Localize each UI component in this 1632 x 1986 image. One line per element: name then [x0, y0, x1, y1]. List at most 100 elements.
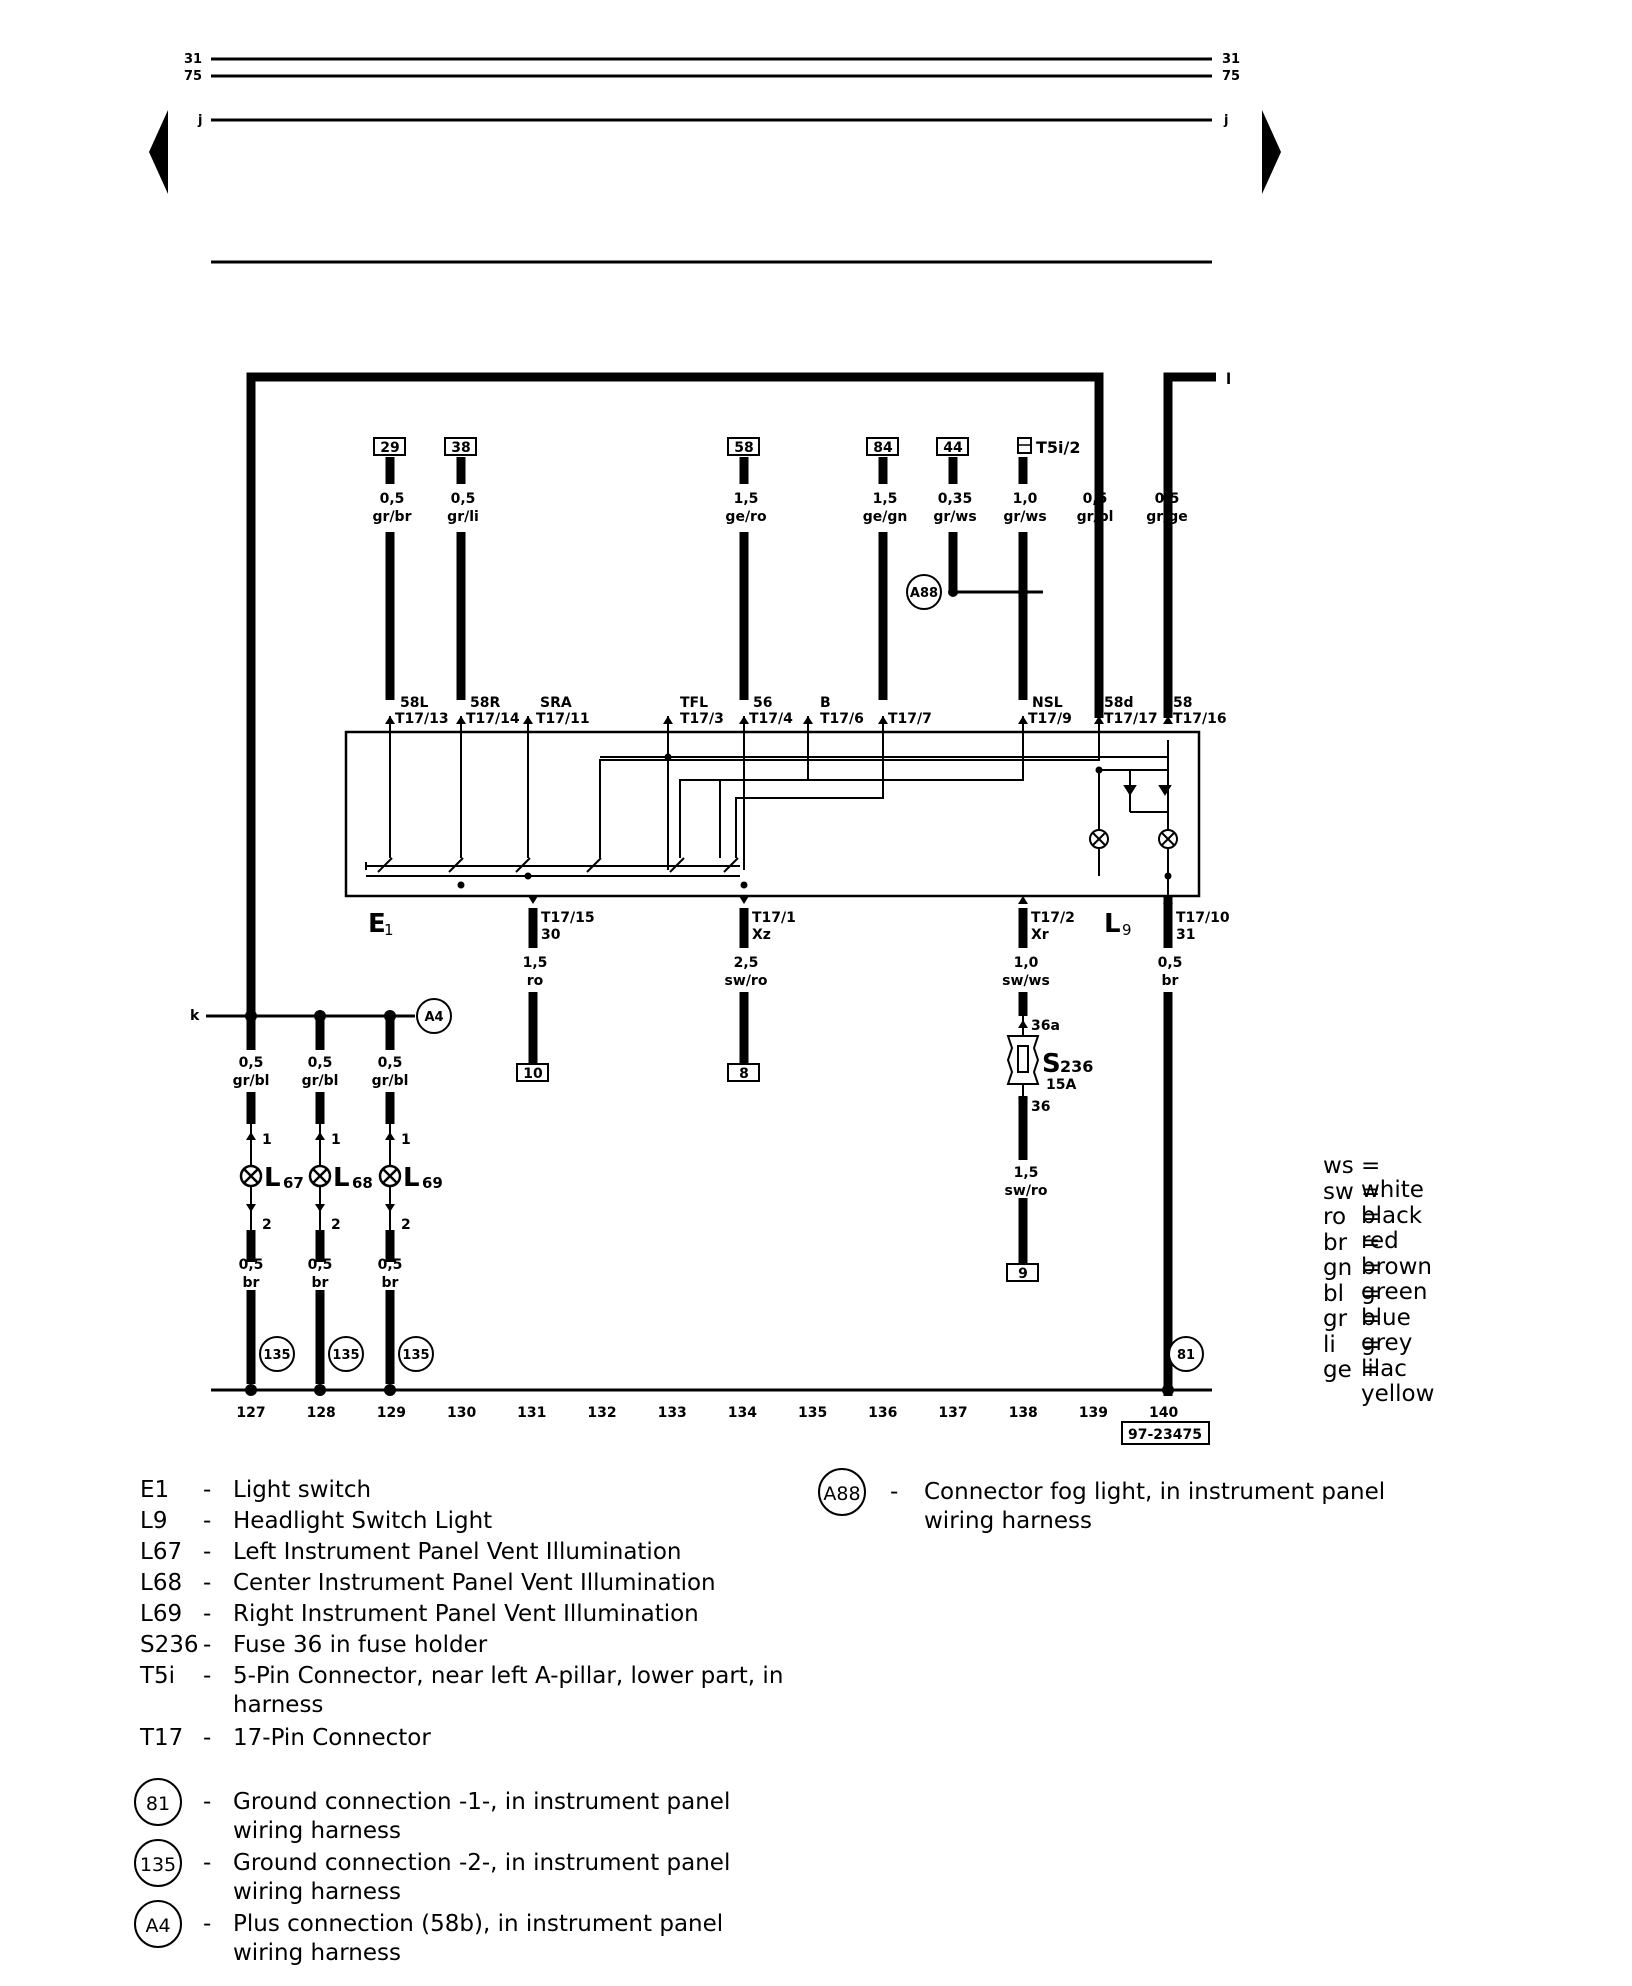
- top-terminals: 29 38 58 84 44: [373, 437, 969, 456]
- lamp-wires: [246, 1016, 395, 1384]
- color-code: li: [1323, 1331, 1336, 1358]
- bus-75-left: 75: [184, 69, 202, 84]
- a4-circle-label: A4: [424, 1010, 443, 1025]
- pin-number: T17/17: [1104, 711, 1158, 727]
- lamp-pin1: 1: [262, 1132, 272, 1148]
- e1-switch-box: [344, 730, 1201, 898]
- s236-fuse: [1006, 1016, 1040, 1096]
- pin-name: Xz: [752, 927, 771, 943]
- legend-dash: -: [203, 1725, 212, 1751]
- pin-number: T17/2: [1031, 910, 1075, 926]
- wire-labels-top: 0,5 gr/br 0,5 gr/li 1,5 ge/ro 1,5 ge/gn …: [373, 491, 1188, 525]
- wire-label-size: 0,5: [380, 491, 405, 507]
- pin-labels-top: 58L T17/13 58R T17/14 SRA T17/11 TFL T17…: [395, 695, 1227, 727]
- wire-label-color: gr/bl: [1077, 509, 1114, 525]
- track-number: 140: [1149, 1405, 1178, 1421]
- pin-name: 58: [1173, 695, 1192, 711]
- wire-label-size: 0,5: [1155, 491, 1180, 507]
- color-code: ge: [1323, 1357, 1352, 1383]
- pin-number: T17/9: [1028, 711, 1072, 727]
- wire-label-color: gr/ws: [933, 509, 976, 525]
- legend-text: Right Instrument Panel Vent Illumination: [233, 1601, 699, 1627]
- track-number: 135: [798, 1405, 827, 1421]
- legend-code: L69: [140, 1601, 183, 1627]
- lamp-name: L: [403, 1163, 420, 1193]
- wire-label-color: gr/bl: [233, 1073, 270, 1089]
- track-number: 131: [517, 1405, 546, 1421]
- pin-number: T17/15: [541, 910, 595, 926]
- wire-label-size: 0,35: [938, 491, 973, 507]
- pin-name: 58L: [400, 695, 428, 711]
- ground-circle-labels: 135 135 135 81: [263, 1348, 1195, 1363]
- ground-81-icon: 81: [134, 1778, 182, 1826]
- legend-code: L68: [140, 1570, 183, 1596]
- pin-number: T17/16: [1173, 711, 1227, 727]
- legend-text: Center Instrument Panel Vent Illuminatio…: [233, 1570, 716, 1596]
- legend-text: Ground connection -1-, in instrument pan…: [233, 1789, 731, 1844]
- legend-dash: -: [203, 1850, 212, 1876]
- diagram-id-box: [1121, 1421, 1210, 1445]
- wire-label-color: sw/ro: [725, 973, 768, 989]
- legend-code: E1: [140, 1477, 170, 1503]
- track-number: 130: [447, 1405, 476, 1421]
- wire-label-size: 0,5: [308, 1055, 333, 1071]
- wire-label-size: 0,5: [378, 1055, 403, 1071]
- pin-name: SRA: [540, 695, 572, 711]
- ground-135-label: 135: [263, 1348, 290, 1363]
- pin-name: 58R: [470, 695, 500, 711]
- legend-dash: -: [203, 1663, 212, 1689]
- bus-j-right: j: [1223, 113, 1228, 128]
- track-number: 137: [938, 1405, 967, 1421]
- lamp-pin2: 2: [401, 1217, 411, 1233]
- color-code: br: [1323, 1229, 1348, 1256]
- wire-label-color: gr/bl: [372, 1073, 409, 1089]
- l9-lamps: [1089, 740, 1178, 896]
- legend-dash: -: [203, 1911, 212, 1937]
- lamp-pin1: 1: [401, 1132, 411, 1148]
- e1-junctions: [457, 753, 1172, 889]
- page-back-arrow-icon[interactable]: [149, 110, 168, 194]
- ground-135-label: 135: [402, 1348, 429, 1363]
- wire-label-size: 1,0: [1013, 491, 1038, 507]
- bus-l-label: l: [1226, 370, 1231, 388]
- ground-bus-nodes: [245, 1384, 1174, 1396]
- legend-dash: -: [203, 1601, 212, 1627]
- color-meaning: = blue: [1361, 1280, 1411, 1331]
- bus-31-right: 31: [1222, 52, 1240, 67]
- legend-dash: -: [203, 1632, 212, 1658]
- legend-text: Plus connection (58b), in instrument pan…: [233, 1911, 724, 1966]
- pin-number: T17/14: [466, 711, 520, 727]
- color-code: sw: [1323, 1178, 1354, 1205]
- lamp-arrows: [246, 1132, 395, 1212]
- main-wires-thick: [246, 372, 1216, 1024]
- page-forward-arrow-icon[interactable]: [1262, 110, 1281, 194]
- legend-text: Light switch: [233, 1477, 372, 1503]
- lamp-pin2: 2: [331, 1217, 341, 1233]
- legend-text: Headlight Switch Light: [233, 1508, 493, 1534]
- pin-number: T17/1: [752, 910, 796, 926]
- color-meaning: = black: [1361, 1178, 1423, 1229]
- bus-31-left: 31: [184, 52, 202, 67]
- pin-number: T17/6: [820, 711, 864, 727]
- a88-node: [948, 587, 958, 597]
- legend-text: Fuse 36 in fuse holder: [233, 1632, 488, 1658]
- lamp-symbols: [239, 1164, 402, 1188]
- wire-label-color: ge/gn: [863, 509, 908, 525]
- wire-label-size: 0,5: [308, 1257, 333, 1273]
- pin-labels-bottom: T17/15 30 T17/1 Xz T17/2 Xr T17/10 31: [541, 910, 1230, 943]
- bottom-terminals: 10 8 9: [516, 1063, 1039, 1282]
- wire-label-color: br: [382, 1275, 399, 1291]
- ground-135-icon: 135: [134, 1839, 182, 1887]
- pin-name: 31: [1176, 927, 1195, 943]
- wire-label-color: gr/bl: [302, 1073, 339, 1089]
- color-meaning: = white: [1361, 1153, 1424, 1203]
- e1-contacts: [377, 857, 739, 873]
- legend-code: L67: [140, 1539, 183, 1565]
- a88-junction: [1018, 587, 1028, 597]
- wire-label-size: 1,5: [1014, 1165, 1039, 1181]
- wire-label-color: gr/li: [447, 509, 479, 525]
- pin-number: T17/10: [1176, 910, 1230, 926]
- wire-label-color: ro: [527, 973, 544, 989]
